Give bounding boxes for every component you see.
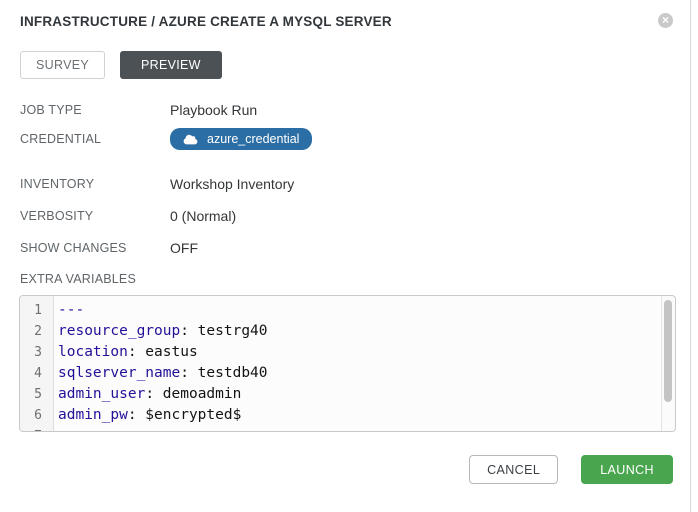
tab-bar: SURVEY PREVIEW xyxy=(20,51,690,79)
cancel-button[interactable]: CANCEL xyxy=(469,455,559,484)
extra-variables-editor[interactable]: 1 --- 2 resource_group: testrg40 3 locat… xyxy=(19,295,676,432)
close-button[interactable]: × xyxy=(658,13,673,28)
inventory-value: Workshop Inventory xyxy=(170,176,295,192)
tab-preview[interactable]: PREVIEW xyxy=(119,51,222,79)
code-line: 4 sqlserver_name: testdb40 xyxy=(20,363,675,384)
code-line: 7 xyxy=(20,426,675,431)
editor-scrollbar-thumb[interactable] xyxy=(664,300,672,402)
credential-label: CREDENTIAL xyxy=(20,132,102,146)
credential-badge[interactable]: azure_credential xyxy=(170,128,313,150)
show-changes-value: OFF xyxy=(170,240,198,256)
line-number: 4 xyxy=(34,366,42,381)
close-icon: × xyxy=(661,13,669,27)
code-line: 1 --- xyxy=(20,300,675,321)
modal-header: INFRASTRUCTURE / AZURE CREATE A MYSQL SE… xyxy=(0,0,690,29)
job-details: JOB TYPE Playbook Run CREDENTIAL azure_c… xyxy=(20,102,690,256)
inventory-label: INVENTORY xyxy=(20,177,95,191)
editor-code-area: 1 --- 2 resource_group: testrg40 3 locat… xyxy=(20,296,675,431)
line-number: 1 xyxy=(34,303,42,318)
code-line: 3 location: eastus xyxy=(20,342,675,363)
modal-footer: CANCEL LAUNCH xyxy=(0,455,690,484)
verbosity-value: 0 (Normal) xyxy=(170,208,237,224)
cloud-icon xyxy=(183,134,198,145)
extra-variables-section: EXTRA VARIABLES 1 --- 2 resource_group: … xyxy=(19,272,690,432)
tab-survey[interactable]: SURVEY xyxy=(20,51,105,79)
launch-button[interactable]: LAUNCH xyxy=(581,455,673,484)
line-number: 2 xyxy=(34,324,42,339)
credential-badge-label: azure_credential xyxy=(207,132,300,146)
line-number: 3 xyxy=(34,345,42,360)
code-line: 6 admin_pw: $encrypted$ xyxy=(20,405,675,426)
line-number: 5 xyxy=(34,387,42,402)
extra-variables-label: EXTRA VARIABLES xyxy=(20,272,137,286)
job-type-value: Playbook Run xyxy=(170,102,258,118)
detail-row-credential: CREDENTIAL azure_credential xyxy=(20,128,690,150)
editor-scrollbar[interactable] xyxy=(661,296,675,431)
line-number: 6 xyxy=(34,408,42,423)
code-line: 5 admin_user: demoadmin xyxy=(20,384,675,405)
show-changes-label: SHOW CHANGES xyxy=(20,241,127,255)
verbosity-label: VERBOSITY xyxy=(20,209,94,223)
detail-row-verbosity: VERBOSITY 0 (Normal) xyxy=(20,208,690,224)
line-number: 7 xyxy=(20,426,54,431)
detail-row-show-changes: SHOW CHANGES OFF xyxy=(20,240,690,256)
code-line: 2 resource_group: testrg40 xyxy=(20,321,675,342)
detail-row-job-type: JOB TYPE Playbook Run xyxy=(20,102,690,118)
editor-line-number-gutter xyxy=(20,296,54,431)
page-title: INFRASTRUCTURE / AZURE CREATE A MYSQL SE… xyxy=(20,14,392,29)
job-type-label: JOB TYPE xyxy=(20,103,82,117)
detail-row-inventory: INVENTORY Workshop Inventory xyxy=(20,176,690,192)
